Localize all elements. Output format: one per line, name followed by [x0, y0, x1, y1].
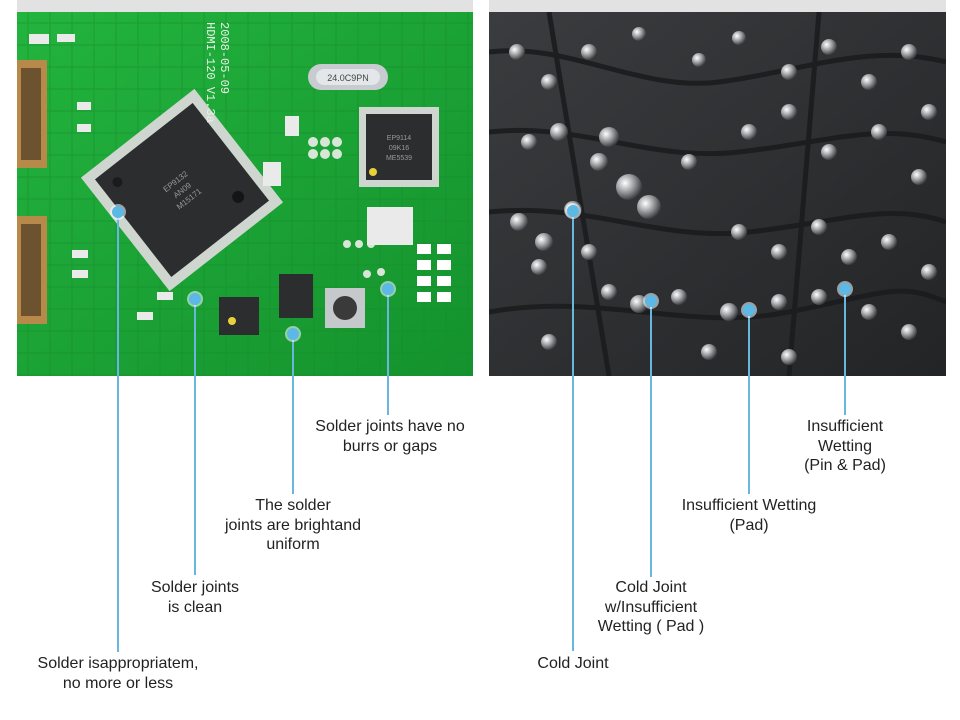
- svg-text:09K16: 09K16: [389, 145, 409, 152]
- marker-clean: [189, 293, 201, 305]
- marker-insufficient-pad: [743, 304, 755, 316]
- marker-cold-joint-wetting: [645, 295, 657, 307]
- caption-cold-joint-wetting: Cold Joint w/Insufficient Wetting ( Pad …: [597, 579, 705, 635]
- marker-insufficient-pin-pad: [839, 283, 851, 295]
- caption-cold-joint: Cold Joint: [537, 655, 609, 672]
- svg-text:ME5539: ME5539: [386, 155, 412, 162]
- caption-bright: The solder joints are brightand uniform: [224, 497, 362, 553]
- callout-line-cold-joint: [572, 211, 574, 651]
- callout-line-insufficient-pad: [748, 310, 750, 494]
- top-strip-right: [489, 0, 946, 12]
- callout-line-cold-joint-wetting: [650, 301, 652, 577]
- svg-text:24.0C9PN: 24.0C9PN: [327, 73, 369, 83]
- caption-insufficient-pin-pad: Insufficient Wetting (Pin & Pad): [804, 418, 886, 474]
- caption-appropriate: Solder isappropriatem, no more or less: [37, 655, 199, 692]
- svg-text:HDMI-120 V1.3a: HDMI-120 V1.3a: [203, 22, 217, 123]
- callout-line-no-burrs: [387, 289, 389, 415]
- marker-cold-joint: [567, 205, 579, 217]
- marker-appropriate: [112, 206, 124, 218]
- svg-text:2008-05-09: 2008-05-09: [217, 22, 231, 94]
- good-pcb-photo: EP9132 AN09 M15171 EP9114 09K16 ME5539 2…: [17, 12, 473, 376]
- caption-insufficient-pad: Insufficient Wetting (Pad): [681, 497, 817, 534]
- callout-line-bright: [292, 334, 294, 494]
- marker-no-burrs: [382, 283, 394, 295]
- top-strip-left: [17, 0, 473, 12]
- caption-no-burrs: Solder joints have no burrs or gaps: [315, 418, 465, 455]
- caption-clean: Solder joints is clean: [150, 579, 240, 616]
- callout-line-appropriate: [117, 212, 119, 652]
- marker-bright: [287, 328, 299, 340]
- defective-pcb-photo: [489, 12, 946, 376]
- svg-text:EP9114: EP9114: [387, 135, 411, 142]
- callout-line-insufficient-pin-pad: [844, 289, 846, 415]
- callout-line-clean: [194, 299, 196, 575]
